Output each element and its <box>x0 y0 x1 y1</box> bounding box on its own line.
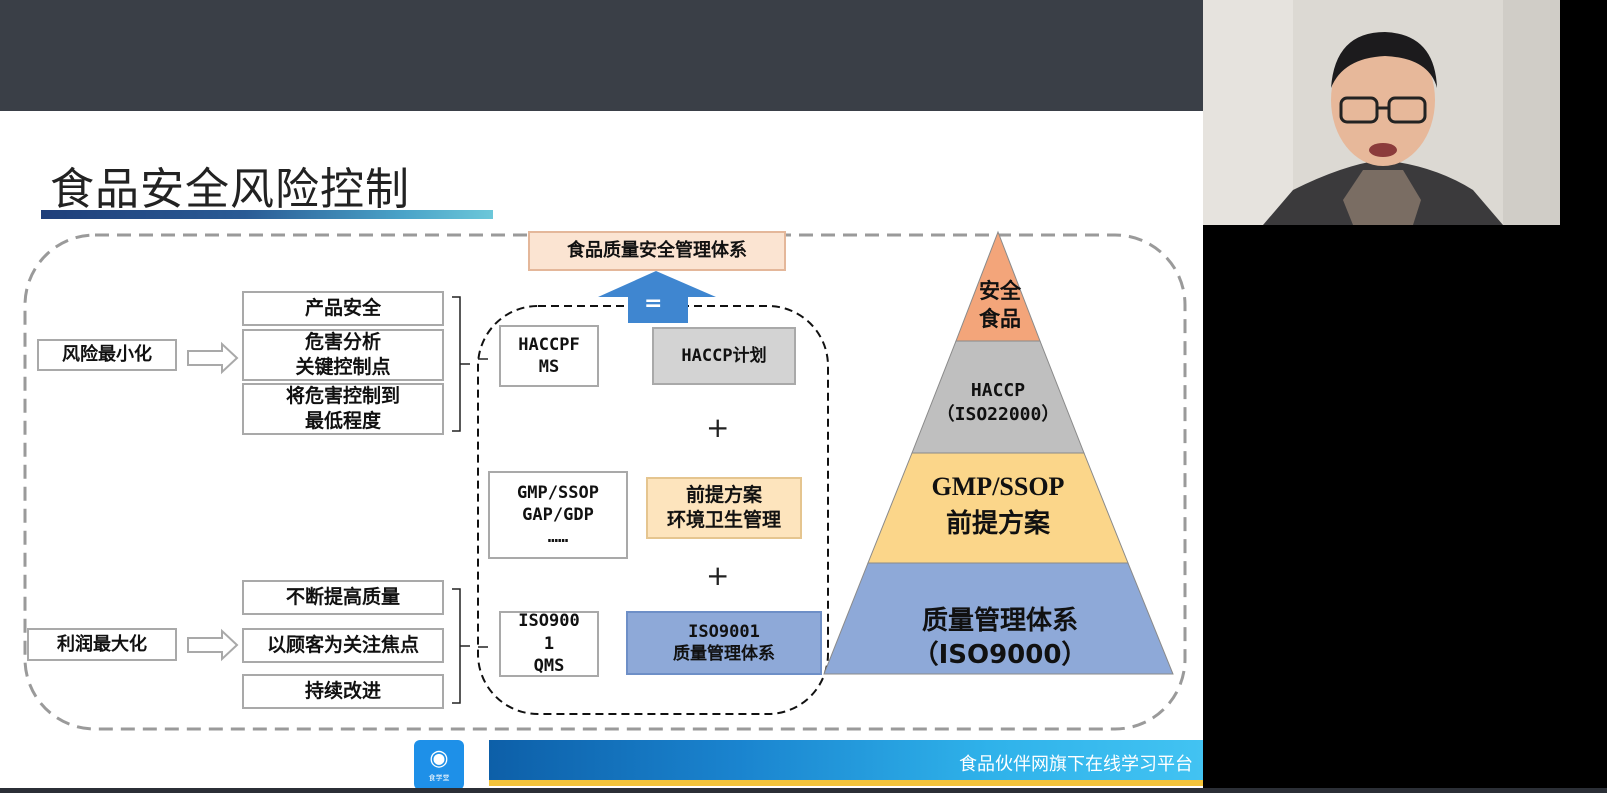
continuous-improvement-box: 持续改进 <box>242 674 444 709</box>
bottom-strip <box>0 788 1607 793</box>
webcam-video <box>1203 0 1560 225</box>
gmp-ssop-box: GMP/SSOP GAP/GDP …… <box>488 471 628 559</box>
improve-quality-box: 不断提高质量 <box>242 580 444 615</box>
pyramid-haccp-label: HACCP （ISO22000） <box>936 380 1060 426</box>
title-underline <box>41 210 493 219</box>
control-hazard-box: 将危害控制到 最低程度 <box>242 383 444 435</box>
food-quality-safety-system-box: 食品质量安全管理体系 <box>528 231 786 271</box>
footer-text: 食品伙伴网旗下在线学习平台 <box>959 754 1193 775</box>
logo-caption: 食学堂 <box>428 773 450 782</box>
eye-icon: ◉ <box>429 745 449 771</box>
haccp-plan-box: HACCP计划 <box>652 327 796 385</box>
product-safety-box: 产品安全 <box>242 291 444 326</box>
pyramid-gmp-label: GMP/SSOP <box>931 472 1065 501</box>
plus-sign-1: + <box>706 411 730 444</box>
iso9001-qms-blue-box: ISO9001 质量管理体系 <box>626 611 822 675</box>
diagram-lines <box>23 230 1187 731</box>
hazard-analysis-box: 危害分析 关键控制点 <box>242 329 444 381</box>
prerequisite-program-box: 前提方案 环境卫生管理 <box>646 477 802 539</box>
customer-focus-box: 以顾客为关注焦点 <box>242 628 444 663</box>
footer-accent-line <box>489 780 1203 786</box>
platform-logo: ◉ 食学堂 <box>414 740 464 788</box>
presentation-slide: 食品安全风险控制 = 食品质量安全管理体系 风险最小化 产品安全 危害分析 关键… <box>0 111 1203 788</box>
slide-title: 食品安全风险控制 <box>50 164 410 215</box>
presenter-video <box>1203 0 1560 225</box>
pyramid-safe-food-label: 安全 食品 <box>979 279 1021 332</box>
iso9001-qms-box: ISO900 1 QMS <box>499 611 599 677</box>
equals-sign: = <box>644 291 663 316</box>
top-bar <box>0 0 1203 111</box>
risk-minimization-box: 风险最小化 <box>37 339 177 371</box>
haccpfms-box: HACCPF MS <box>499 325 599 387</box>
pyramid-prerequisite-label: 前提方案 <box>945 509 1050 539</box>
footer-banner: 食品伙伴网旗下在线学习平台 <box>489 740 1203 784</box>
profit-maximization-box: 利润最大化 <box>27 628 177 661</box>
plus-sign-2: + <box>706 559 730 592</box>
pyramid-qms-label: 质量管理体系 （ISO9000） <box>912 606 1088 670</box>
